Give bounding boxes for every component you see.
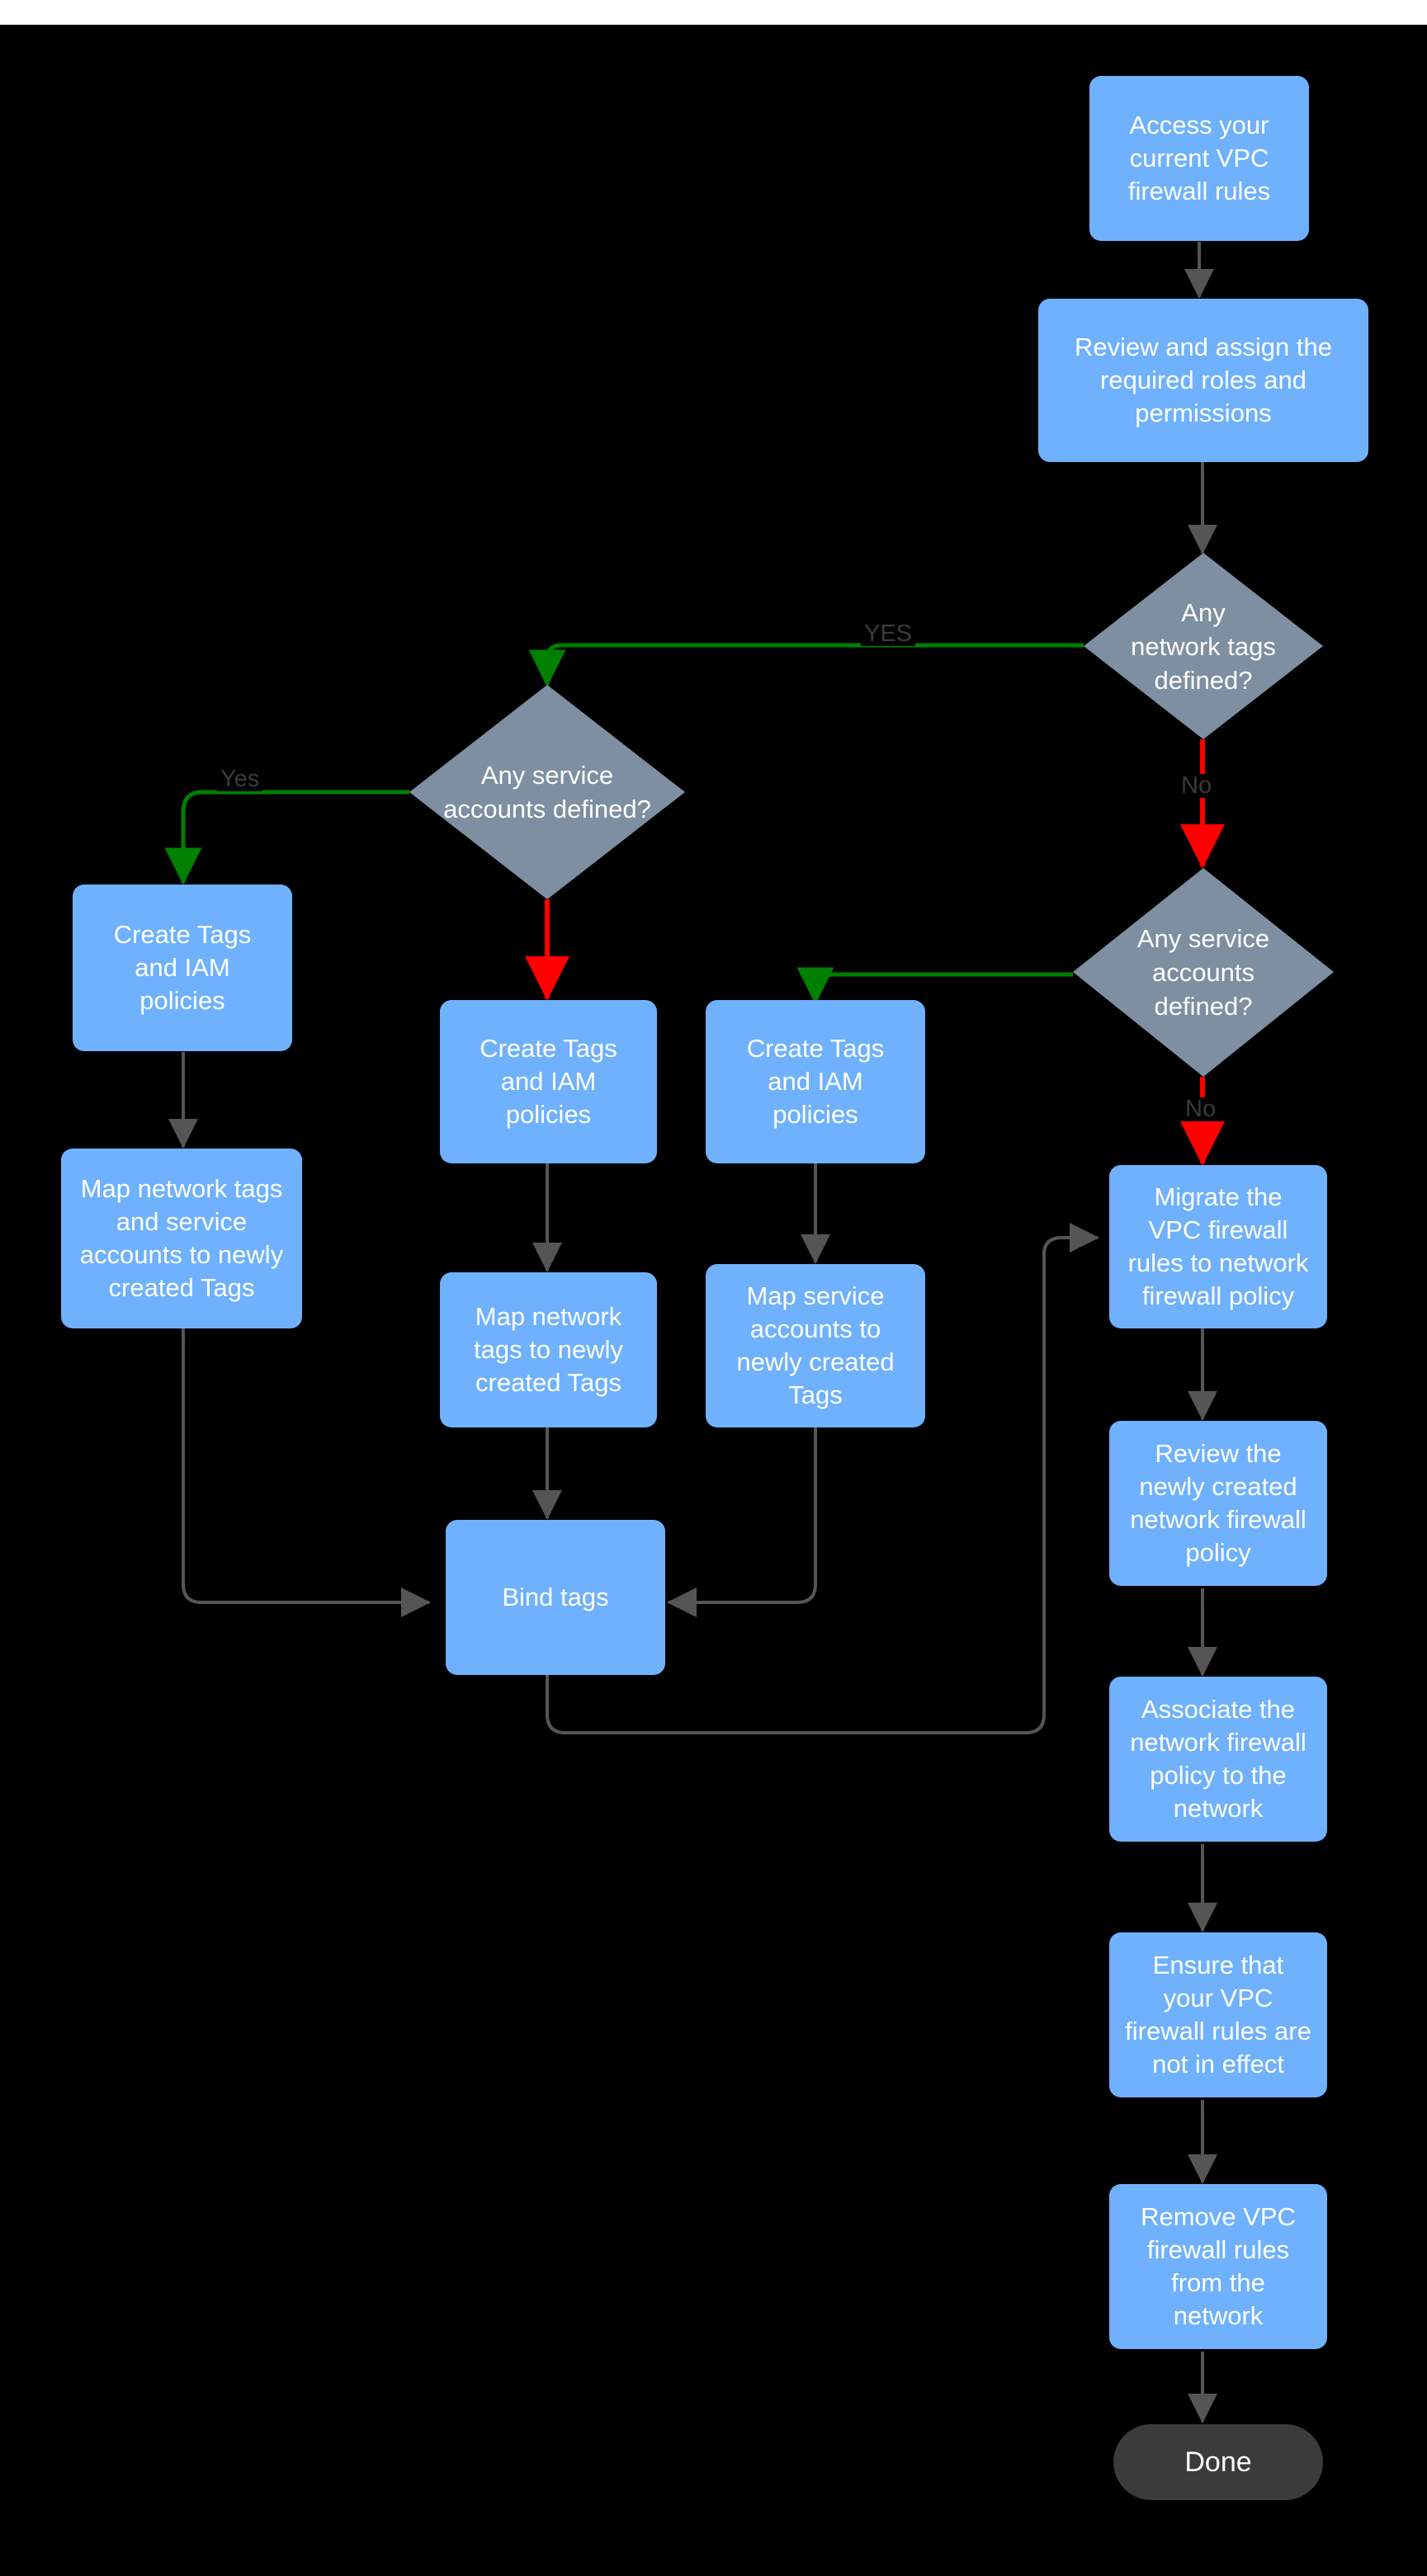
node-decision-network-tags[interactable]: Any network tags defined? bbox=[1084, 553, 1323, 739]
node-create-tags-middle-2[interactable]: Create Tags and IAM policies bbox=[706, 1000, 925, 1163]
edge-label-service-accounts-right-no: No bbox=[1182, 1097, 1220, 1121]
decision-label: Any service accounts defined? bbox=[443, 761, 651, 823]
diamond-shape-icon bbox=[1084, 553, 1323, 739]
decision-label: Any network tags defined? bbox=[1131, 597, 1276, 695]
node-migrate-rules[interactable]: Migrate the VPC firewall rules to networ… bbox=[1109, 1165, 1327, 1328]
node-associate-policy[interactable]: Associate the network firewall policy to… bbox=[1109, 1677, 1327, 1842]
node-ensure-not-in-effect[interactable]: Ensure that your VPC firewall rules are … bbox=[1109, 1932, 1327, 2097]
node-done[interactable]: Done bbox=[1113, 2424, 1323, 2500]
node-access-vpc[interactable]: Access your current VPC firewall rules bbox=[1089, 76, 1309, 241]
node-map-network-tags[interactable]: Map network tags to newly created Tags bbox=[440, 1272, 657, 1427]
flowchart-canvas: Access your current VPC firewall rules R… bbox=[0, 25, 1427, 2576]
node-map-network-tags-and-service-accounts[interactable]: Map network tags and service accounts to… bbox=[61, 1149, 302, 1328]
node-decision-service-accounts-left[interactable]: Any service accounts defined? bbox=[409, 685, 685, 899]
node-review-new-policy[interactable]: Review the newly created network firewal… bbox=[1109, 1421, 1327, 1586]
node-map-service-accounts[interactable]: Map service accounts to newly created Ta… bbox=[706, 1264, 925, 1427]
node-review-roles[interactable]: Review and assign the required roles and… bbox=[1038, 299, 1368, 462]
node-decision-service-accounts-right[interactable]: Any service accounts defined? bbox=[1073, 868, 1334, 1077]
diamond-shape-icon bbox=[1073, 868, 1334, 1077]
edge-label-service-accounts-left-yes: Yes bbox=[217, 767, 263, 791]
edge-label-network-tags-no: No bbox=[1178, 774, 1216, 798]
node-create-tags-left[interactable]: Create Tags and IAM policies bbox=[73, 885, 292, 1051]
decision-label: Any service accounts defined? bbox=[1136, 924, 1270, 1021]
node-create-tags-middle[interactable]: Create Tags and IAM policies bbox=[440, 1000, 657, 1163]
node-remove-vpc-rules[interactable]: Remove VPC firewall rules from the netwo… bbox=[1109, 2184, 1327, 2349]
diamond-shape-icon bbox=[409, 685, 685, 899]
edge-label-network-tags-yes: YES bbox=[861, 622, 916, 646]
flowchart-edges bbox=[164, 242, 1225, 2423]
node-bind-tags[interactable]: Bind tags bbox=[446, 1520, 665, 1675]
